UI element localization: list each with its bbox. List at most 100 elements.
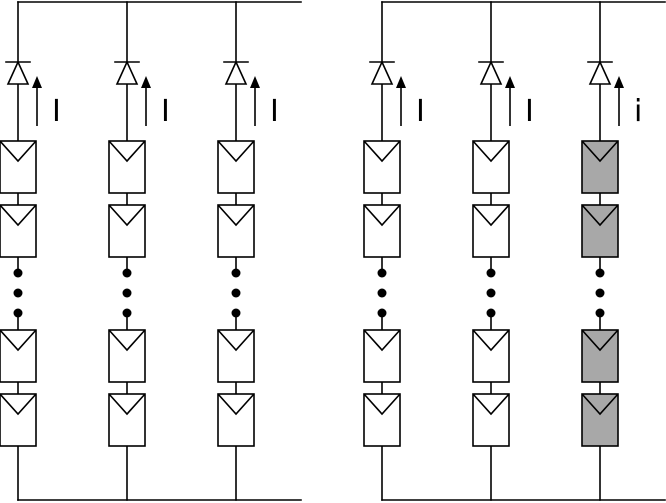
solar-panel-frame [217,204,255,258]
solar-panel-4 [0,393,37,447]
solar-panel-symbol [472,204,510,227]
ellipsis-dot [122,288,132,298]
solar-panel-symbol [472,329,510,352]
current-label: I [416,94,425,129]
solar-panel-frame [108,204,146,258]
solar-panel-frame [363,140,401,194]
solar-panel-3 [472,329,510,383]
solar-panel-symbol [108,204,146,227]
solar-panel-2 [217,204,255,258]
ellipsis-dot [13,308,23,318]
solar-panel-symbol [363,329,401,352]
solar-panel-2 [108,204,146,258]
pv-string-1: I [363,1,425,501]
ellipsis-dot [13,288,23,298]
ellipsis-dot [486,268,496,278]
solar-panel-1 [363,140,401,194]
solar-panel-1 [217,140,255,194]
current-label: i [634,94,642,129]
current-label: I [525,94,534,129]
solar-panel-4 [472,393,510,447]
blocking-diode-symbol [5,60,31,85]
solar-panel-1 [581,140,619,194]
solar-panel-frame [217,393,255,447]
solar-panel-4 [363,393,401,447]
ellipsis-dot [231,288,241,298]
solar-panel-frame [581,204,619,258]
solar-panel-frame [472,329,510,383]
solar-panel-symbol [0,393,37,416]
solar-panel-symbol [363,140,401,163]
solar-panel-frame [0,393,37,447]
solar-panel-symbol [217,329,255,352]
pv-string-3: I [217,1,279,501]
ellipsis-dot [122,268,132,278]
pv-string-3: i [581,1,642,501]
solar-panel-frame [108,140,146,194]
solar-panel-symbol [108,140,146,163]
solar-panel-symbol [217,393,255,416]
solar-panel-symbol [472,140,510,163]
solar-panel-symbol [472,393,510,416]
blocking-diode-symbol [114,60,140,85]
solar-panel-symbol [581,393,619,416]
blocking-diode-symbol [587,60,613,85]
current-label: I [52,94,61,129]
ellipsis-dot [595,308,605,318]
ellipsis-dot [486,308,496,318]
solar-panel-frame [108,329,146,383]
solar-panel-frame [0,204,37,258]
solar-panel-2 [0,204,37,258]
solar-panel-symbol [363,393,401,416]
solar-panel-3 [363,329,401,383]
ellipsis-dot [122,308,132,318]
solar-panel-2 [472,204,510,258]
current-arrow-icon [250,76,260,126]
blocking-diode-symbol [369,60,395,85]
solar-panel-frame [472,204,510,258]
solar-panel-3 [217,329,255,383]
solar-panel-1 [472,140,510,194]
solar-panel-4 [108,393,146,447]
solar-panel-frame [217,140,255,194]
solar-panel-symbol [0,329,37,352]
solar-panel-frame [0,140,37,194]
ellipsis-dot [377,308,387,318]
current-arrow-icon [141,76,151,126]
ellipsis-dot [595,288,605,298]
solar-panel-frame [108,393,146,447]
current-arrow-icon [396,76,406,126]
solar-panel-frame [581,140,619,194]
current-arrow-icon [614,76,624,126]
ellipsis-dot [377,268,387,278]
solar-panel-2 [581,204,619,258]
current-label: I [161,94,170,129]
ellipsis-dot [486,288,496,298]
ellipsis-dot [13,268,23,278]
solar-panel-1 [108,140,146,194]
solar-panel-frame [363,329,401,383]
solar-panel-3 [0,329,37,383]
solar-panel-frame [581,393,619,447]
solar-panel-frame [472,140,510,194]
solar-panel-symbol [217,204,255,227]
solar-panel-frame [363,204,401,258]
ellipsis-dot [231,308,241,318]
blocking-diode-symbol [478,60,504,85]
ellipsis-dot [377,288,387,298]
solar-panel-2 [363,204,401,258]
solar-panel-symbol [363,204,401,227]
current-arrow-icon [505,76,515,126]
ellipsis-dot [231,268,241,278]
solar-panel-frame [363,393,401,447]
solar-panel-symbol [217,140,255,163]
solar-panel-4 [217,393,255,447]
solar-panel-symbol [108,393,146,416]
current-arrow-icon [32,76,42,126]
pv-string-2: I [472,1,534,501]
solar-panel-1 [0,140,37,194]
solar-panel-3 [581,329,619,383]
